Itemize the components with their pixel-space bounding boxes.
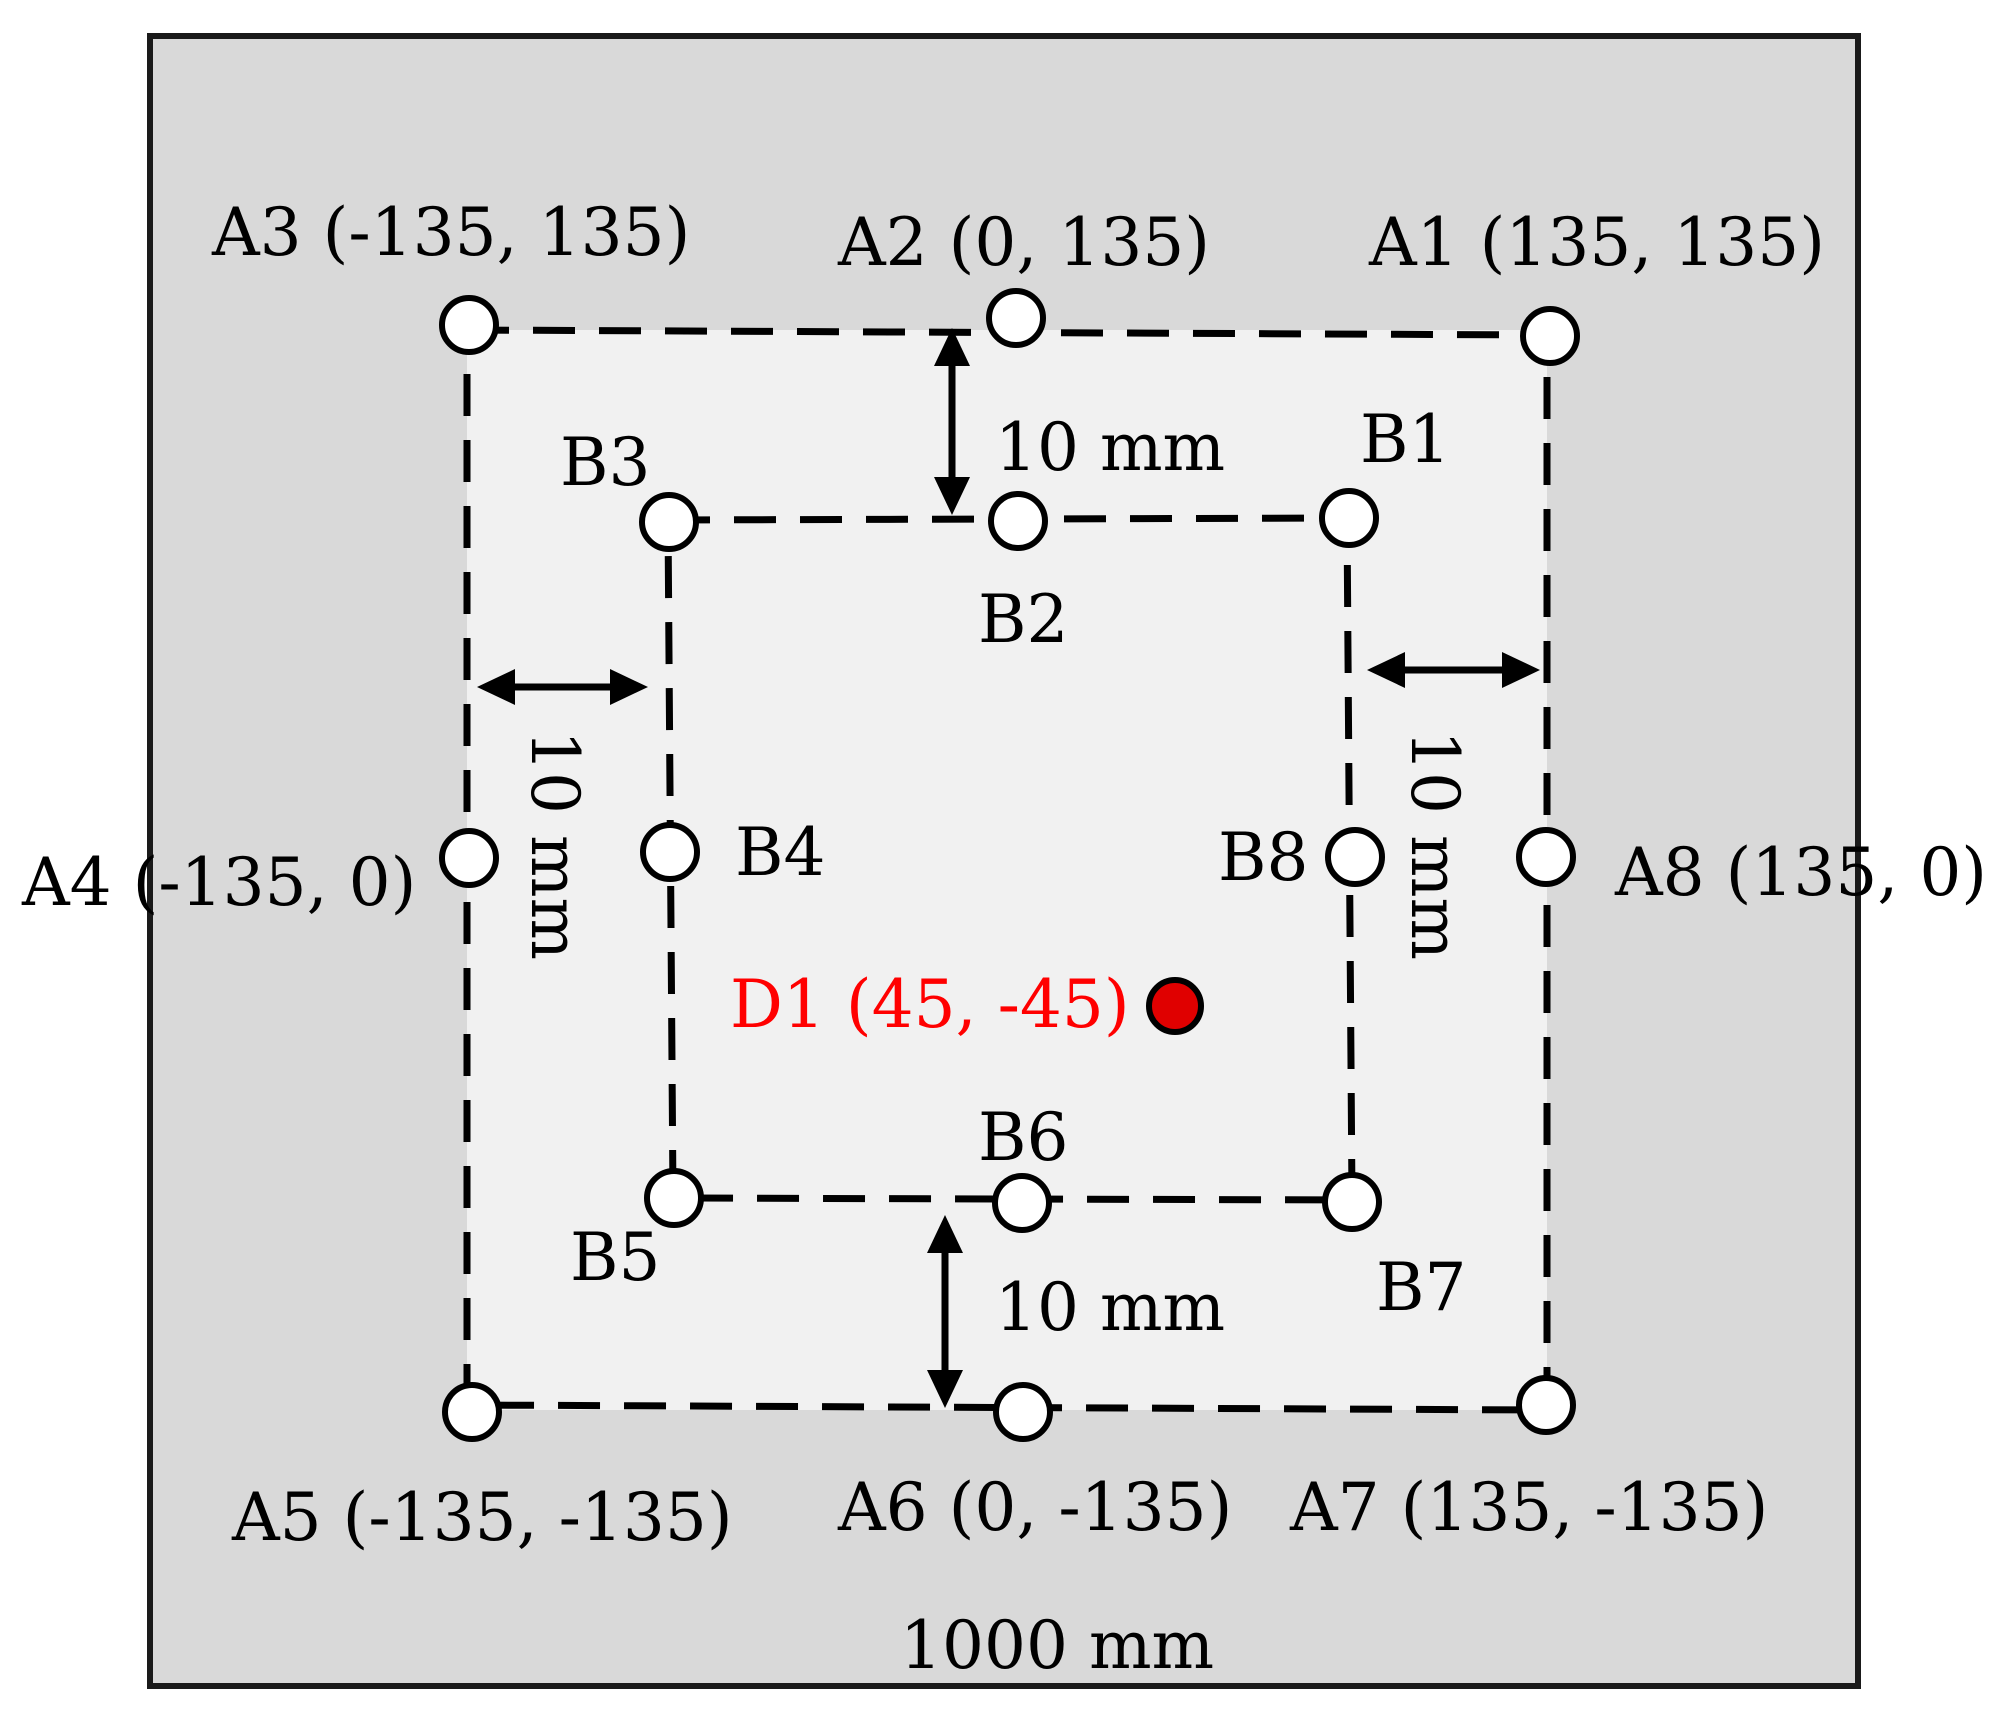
sensor-b3 [639, 492, 699, 552]
label-a8: A8 (135, 0) [1614, 834, 1987, 911]
spacing-label-top: 10 mm [995, 409, 1225, 486]
sensor-b5 [644, 1168, 704, 1228]
label-b4: B4 [735, 814, 826, 891]
label-a2: A2 (0, 135) [837, 204, 1210, 281]
damage-point-d1 [1146, 977, 1204, 1035]
spacing-label-right: 10 mm [1396, 730, 1473, 960]
sensor-a4 [439, 828, 499, 888]
plate-dimension-label: 1000 mm [900, 1607, 1214, 1684]
label-d1: D1 (45, -45) [730, 966, 1130, 1043]
label-a6: A6 (0, -135) [837, 1469, 1232, 1546]
sensor-b6 [992, 1173, 1052, 1233]
label-b5: B5 [570, 1219, 661, 1296]
sensor-b8 [1325, 827, 1385, 887]
label-a7: A7 (135, -135) [1289, 1469, 1768, 1546]
sensor-b2 [988, 491, 1048, 551]
sensor-b1 [1319, 488, 1379, 548]
sensor-a6 [993, 1382, 1053, 1442]
sensor-a5 [442, 1382, 502, 1442]
sensor-a7 [1516, 1375, 1576, 1435]
label-a1: A1 (135, 135) [1368, 204, 1825, 281]
label-a5: A5 (-135, -135) [231, 1479, 733, 1556]
label-b3: B3 [560, 424, 651, 501]
spacing-arrow-top [934, 328, 970, 515]
spacing-arrow-right [1367, 652, 1540, 688]
label-a3: A3 (-135, 135) [211, 194, 690, 271]
label-b2: B2 [978, 581, 1069, 658]
spacing-arrow-bottom [927, 1215, 963, 1408]
label-b8: B8 [1218, 819, 1309, 896]
sensor-b4 [640, 822, 700, 882]
label-a4: A4 (-135, 0) [21, 844, 416, 921]
label-b7: B7 [1376, 1249, 1467, 1326]
spacing-label-bottom: 10 mm [995, 1269, 1225, 1346]
spacing-label-left: 10 mm [516, 730, 593, 960]
sensor-a3 [439, 295, 499, 355]
outer-sensor-path [463, 326, 1551, 1414]
label-b6: B6 [978, 1099, 1069, 1176]
sensor-a1 [1520, 306, 1580, 366]
sensor-a2 [986, 288, 1046, 348]
spacing-arrow-left [477, 669, 648, 705]
label-b1: B1 [1360, 401, 1451, 478]
sensor-a8 [1516, 827, 1576, 887]
sensor-b7 [1322, 1172, 1382, 1232]
